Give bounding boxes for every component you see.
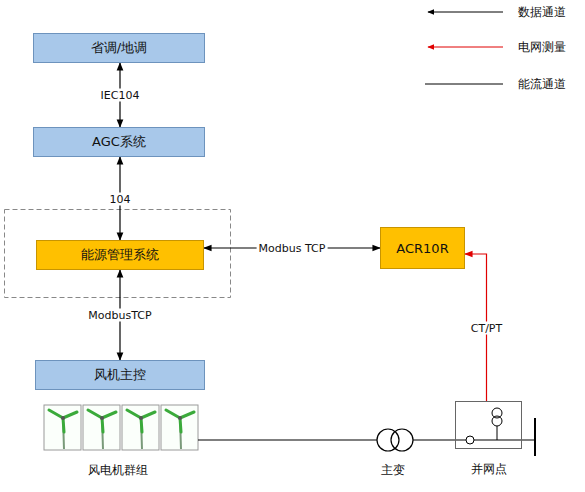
node-text: 能源管理系统 — [81, 246, 159, 264]
wind-turbine-group — [44, 405, 198, 450]
turbine-blade — [180, 412, 194, 418]
meter-box: ACR10R — [380, 227, 465, 269]
grid-point-box: 并网点 — [455, 401, 522, 449]
legend-measure-arrow — [428, 47, 503, 48]
transformer-symbol — [377, 429, 399, 451]
turbine-hub — [178, 416, 182, 420]
turbine-tower — [180, 418, 181, 449]
turbine-blade — [49, 410, 63, 418]
turbine-blade — [141, 418, 142, 432]
agc-box: AGC系统 — [33, 127, 205, 157]
turbine-blade — [180, 418, 181, 432]
energy-line — [198, 439, 377, 440]
edge-label: Modbus TCP — [257, 242, 328, 255]
turbine-icon — [122, 405, 159, 450]
turbine-tower — [141, 418, 142, 449]
pt-symbol — [497, 426, 498, 440]
turbine-controller-box: 风机主控 — [35, 360, 205, 390]
dispatch-box: 省调/地调 — [33, 33, 205, 63]
turbine-icon — [83, 405, 120, 450]
legend-energy-line — [425, 84, 503, 85]
bus-bar — [534, 418, 536, 456]
turbine-blade — [63, 412, 77, 418]
turbine-tower — [102, 418, 103, 449]
edge-label: CT/PT — [469, 321, 504, 334]
legend-text: 电网测量 — [518, 39, 566, 56]
ems-box: 能源管理系统 — [36, 240, 204, 270]
turbine-hub — [61, 416, 65, 420]
ct-symbol — [466, 436, 474, 444]
node-text: 并网点 — [471, 461, 507, 478]
node-text: 风机主控 — [94, 366, 146, 384]
legend-data-arrow — [428, 12, 503, 13]
turbine-icon — [44, 405, 81, 450]
turbine-hub — [139, 416, 143, 420]
turbine-blade — [141, 412, 155, 418]
edge-label: IEC104 — [99, 89, 142, 102]
turbine-blade — [127, 410, 141, 418]
legend-text: 数据通道 — [518, 4, 566, 21]
turbine-tower — [63, 418, 64, 449]
legend-text: 能流通道 — [518, 76, 566, 93]
turbine-blade — [102, 412, 116, 418]
group-frame — [5, 210, 231, 298]
turbine-hub — [100, 416, 104, 420]
turbine-blade — [166, 410, 180, 418]
pt-symbol — [492, 408, 502, 418]
part-label: 风电机群组 — [88, 462, 148, 479]
turbine-blade — [63, 418, 64, 432]
edge-label: 104 — [108, 192, 133, 205]
node-text: ACR10R — [396, 241, 448, 256]
transformer-symbol — [391, 429, 413, 451]
turbine-blade — [88, 410, 102, 418]
turbine-icon — [161, 405, 198, 450]
node-text: AGC系统 — [92, 133, 146, 151]
part-label: 主变 — [381, 462, 405, 479]
edge-label: ModbusTCP — [86, 309, 153, 322]
turbine-blade — [102, 418, 103, 432]
node-text: 省调/地调 — [91, 39, 147, 57]
